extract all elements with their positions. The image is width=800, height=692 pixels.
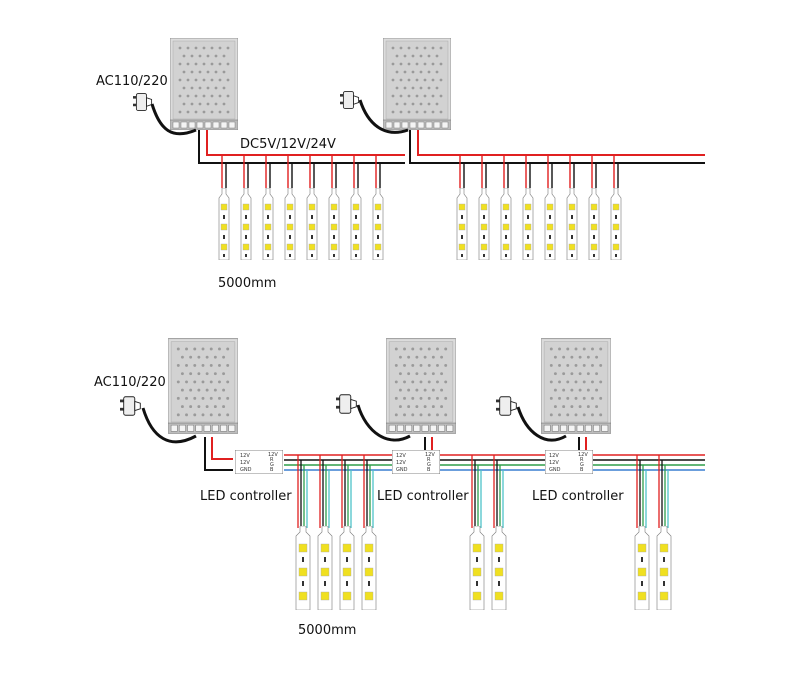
plug-icon (133, 93, 153, 111)
negative-bus-2 (409, 130, 705, 164)
positive-bus-2 (417, 130, 705, 156)
controller-terminal-in-bottom: GND (549, 467, 561, 473)
controller-terminal-out: G (427, 462, 431, 468)
led-strip (240, 188, 252, 260)
led-strip (491, 526, 507, 610)
led-controller-label-3: LED controller (532, 489, 624, 504)
led-strip (456, 188, 468, 260)
power-supply-4 (386, 338, 456, 434)
led-strip (350, 188, 362, 260)
ac-cable (141, 407, 197, 444)
led-strip (218, 188, 230, 260)
positive-bus-1 (206, 130, 405, 156)
controller-terminal-in-top: 12V (549, 453, 559, 459)
controller-terminal-out: B (270, 467, 274, 473)
power-supply-3 (168, 338, 238, 434)
led-strip (544, 188, 556, 260)
led-strip (339, 526, 355, 610)
power-supply-5 (541, 338, 611, 434)
ac-input-label: AC110/220 (94, 375, 166, 390)
led-controller-label-1: LED controller (200, 489, 292, 504)
controller-terminal-out: R (580, 457, 584, 463)
controller-terminal-out: B (580, 467, 584, 473)
controller-terminal-in-bottom: GND (240, 467, 252, 473)
rgb-led-strips-c (634, 526, 672, 610)
controller-terminal-in-mid: 12V (396, 460, 406, 466)
rgb-led-strips-a (295, 526, 377, 610)
plug-icon (336, 394, 357, 414)
rgb-drop-wires-b (471, 455, 504, 528)
power-supply-1 (170, 38, 238, 130)
led-controller-3: 12V 12V GND 12V R G B (545, 450, 593, 474)
controller-terminal-out: 12V (578, 452, 588, 458)
led-controller-1: 12V 12V GND 12V R G B (235, 450, 283, 474)
controller-terminal-out: 12V (425, 452, 435, 458)
ac-cable (516, 406, 567, 442)
strip-length-label: 5000mm (218, 276, 276, 291)
controller-terminal-in-bottom: GND (396, 467, 408, 473)
led-strip (610, 188, 622, 260)
controller-terminal-out: 12V (268, 452, 278, 458)
rgb-drop-wires-c (636, 455, 669, 528)
led-controller-label-2: LED controller (377, 489, 469, 504)
led-strip (317, 526, 333, 610)
led-controller-2: 12V 12V GND 12V R G B (392, 450, 440, 474)
led-strip (306, 188, 318, 260)
led-strip (284, 188, 296, 260)
strip-length-label: 5000mm (298, 623, 356, 638)
controller-terminal-out: G (580, 462, 584, 468)
rgb-drop-wires-a (297, 455, 374, 528)
controller-terminal-in-mid: 12V (240, 460, 250, 466)
led-strip (262, 188, 274, 260)
led-strip (522, 188, 534, 260)
led-strip (588, 188, 600, 260)
led-strip (295, 526, 311, 610)
drop-wires-1 (221, 155, 381, 188)
led-strip (361, 526, 377, 610)
controller-terminal-out: G (270, 462, 274, 468)
controller-terminal-out: R (427, 457, 431, 463)
ac-cable (356, 404, 411, 442)
led-strips-1 (218, 188, 384, 260)
controller-terminal-in-top: 12V (240, 453, 250, 459)
dc-voltage-label: DC5V/12V/24V (240, 137, 336, 152)
top-diagram: AC110/220 DC5V/12V/24V 5000mm (96, 38, 705, 291)
led-strip (372, 188, 384, 260)
ac-input-label: AC110/220 (96, 74, 168, 89)
controller-terminal-in-mid: 12V (549, 460, 559, 466)
ac-cable (358, 99, 409, 134)
led-strip (566, 188, 578, 260)
psu-negative-lead (204, 437, 233, 471)
led-strips-2 (456, 188, 622, 260)
plug-icon (496, 396, 517, 416)
controller-terminal-in-top: 12V (396, 453, 406, 459)
led-strip (469, 526, 485, 610)
led-strip (328, 188, 340, 260)
controller-terminal-out: B (427, 467, 431, 473)
psu-positive-lead (211, 437, 233, 460)
ac-cable (150, 103, 197, 136)
rgb-led-strips-b (469, 526, 507, 610)
led-strip (656, 526, 672, 610)
led-strip (478, 188, 490, 260)
plug-icon (340, 91, 360, 109)
bottom-diagram: 12V 12V GND 12V R G B 12V 12V GND 12V R … (94, 338, 705, 638)
power-supply-2 (383, 38, 451, 130)
led-strip (634, 526, 650, 610)
drop-wires-2 (459, 155, 619, 188)
plug-icon (120, 396, 141, 416)
controller-terminal-out: R (270, 457, 274, 463)
led-strip (500, 188, 512, 260)
